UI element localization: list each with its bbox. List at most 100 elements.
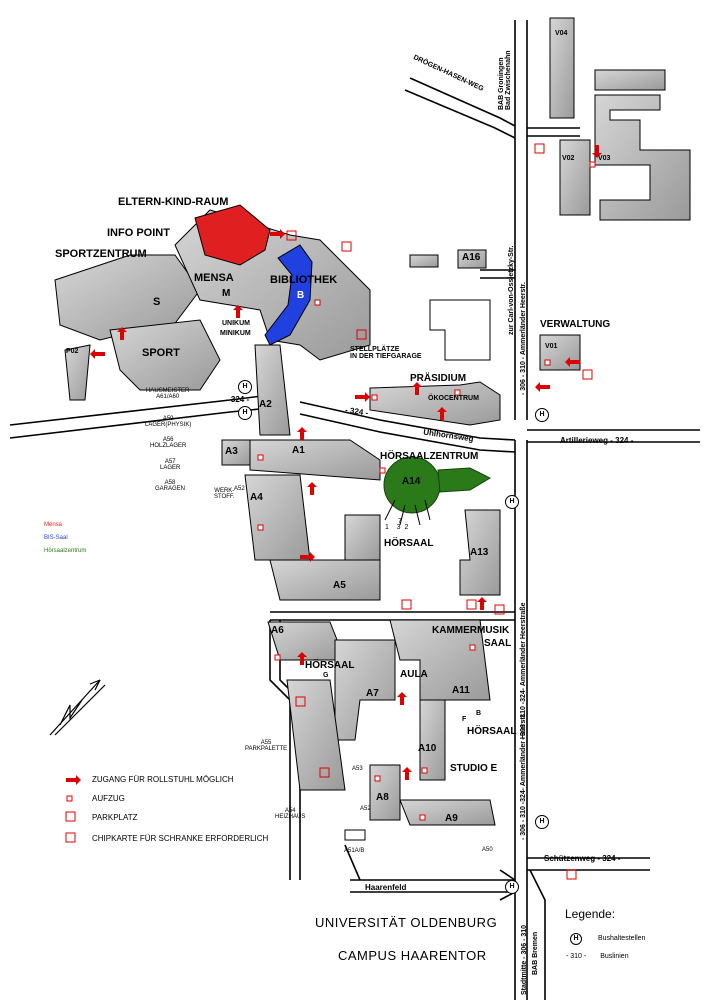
label-werkstoff: WERK- STOFF. <box>214 488 235 500</box>
compass-north-icon <box>49 679 106 736</box>
label-mensa: MENSA <box>194 272 234 284</box>
label-a8: A8 <box>376 792 389 803</box>
label-a5: A5 <box>333 580 346 591</box>
label-bibliothek: BIBLIOTHEK <box>270 274 338 286</box>
label-a55: A55 PARKPALETTE <box>245 740 288 752</box>
bus-stop-icon: H <box>238 406 252 420</box>
legend-label: CHIPKARTE FÜR SCHRANKE ERFORDERLICH <box>92 834 269 843</box>
label-p02: P02 <box>66 348 79 355</box>
legend-row-parking: PARKPLATZ <box>66 813 138 822</box>
label-a51: A51A/B <box>344 848 365 854</box>
road-bab-bremen: BAB Bremen <box>532 931 539 975</box>
label-a10: A10 <box>418 743 437 754</box>
buildings <box>54 17 691 841</box>
label-hs-numbers: 1 3 2 <box>385 524 409 531</box>
road-haarenfeld: Haarenfeld <box>365 883 407 892</box>
bus-stop-icon: H <box>535 815 549 829</box>
bus-stop-icon: H <box>505 495 519 509</box>
legend-label: PARKPLATZ <box>92 813 138 822</box>
label-saal: SAAL <box>484 638 512 649</box>
road-324-a: - 324 - <box>226 395 250 404</box>
label-a52b: A52 <box>360 806 371 812</box>
label-hoersaal-2: HÖRSAAL <box>305 660 355 671</box>
label-hs-7: 7 <box>398 518 402 525</box>
label-a6: A6 <box>271 625 284 636</box>
bus-stop-icon: H <box>505 880 519 894</box>
road-schuetzenweg: Schützenweg - 324 - <box>544 854 621 863</box>
legend-row-chipcard: CHIPKARTE FÜR SCHRANKE ERFORDERLICH <box>66 834 268 843</box>
label-verwaltung: VERWALTUNG <box>540 319 611 330</box>
mensa-highlight <box>194 204 271 266</box>
label-a52: A52 <box>234 486 245 492</box>
road-bab-groningen: BAB Groningen Bad Zwischenahn <box>498 50 512 110</box>
wheelchair-access-arrows <box>90 145 602 780</box>
label-m: M <box>222 288 231 299</box>
label-a13: A13 <box>470 547 489 558</box>
label-a56: A56 HOLZLAGER <box>150 437 187 449</box>
label-a11: A11 <box>452 685 470 696</box>
label-unikum: UNIKUM <box>222 320 250 327</box>
label-a14: A14 <box>402 476 421 487</box>
label-a4: A4 <box>250 492 263 503</box>
label-praesidium: PRÄSIDIUM <box>410 373 467 384</box>
label-v03: V03 <box>598 155 611 162</box>
road-ammerlaender-1: - 306 - 310 - Ammerländer Heerstr. <box>520 282 527 395</box>
map-title-line-1: UNIVERSITÄT OLDENBURG <box>315 915 498 930</box>
bis-saal-highlight <box>264 244 313 346</box>
map-title-line-2: CAMPUS HAARENTOR <box>338 948 487 963</box>
elevator-icon <box>66 161 596 821</box>
label-hoersaalzentrum: HÖRSAALZENTRUM <box>380 451 479 462</box>
label-hs-g: G <box>323 672 329 679</box>
label-stellplaetze: STELLPLÄTZE IN DER TIEFGARAGE <box>350 346 422 360</box>
legend-label: ZUGANG FÜR ROLLSTUHL MÖGLICH <box>92 775 234 784</box>
label-v01: V01 <box>545 343 558 350</box>
legend-bus-stops: H Bushaltestellen <box>570 933 645 945</box>
road-carl-ossietzky: zur Carl-von-Ossietzky-Str. <box>508 245 515 335</box>
red-arrow-icon <box>66 775 81 785</box>
key-mensa: Mensa <box>44 522 63 528</box>
road-artillerieweg: Artillerieweg - 324 - <box>560 436 634 445</box>
roads <box>9 20 700 1000</box>
label-a54: A54 HEIZHAUS <box>275 808 306 820</box>
legend-label: AUFZUG <box>92 794 125 803</box>
parking-icon <box>65 143 593 880</box>
label-hoersaal-1: HÖRSAAL <box>384 538 434 549</box>
bus-stop-icon: H <box>238 380 252 394</box>
label-a3: A3 <box>225 446 238 457</box>
label-v04: V04 <box>555 30 568 37</box>
road-stadtmitte: Stadtmitte - 306 - 310 <box>521 924 528 995</box>
legend-row-wheelchair: ZUGANG FÜR ROLLSTUHL MÖGLICH <box>66 775 234 784</box>
label-a16: A16 <box>462 252 481 263</box>
label-hs-b: B <box>476 710 482 717</box>
label-hs-f: F <box>462 716 467 723</box>
label-a7: A7 <box>366 688 379 699</box>
label-sportzentrum: SPORTZENTRUM <box>55 248 147 260</box>
label-a2: A2 <box>259 399 272 410</box>
label-minikum: MINIKUM <box>220 330 251 337</box>
label-a50: A50 <box>482 847 493 853</box>
legend-row-elevator: AUFZUG <box>66 794 125 803</box>
legend-bus-stops-label: Bushaltestellen <box>597 935 646 942</box>
label-a59: A59 LAGER(PHYSIK) <box>145 416 192 428</box>
legend-bus-lines-symbol: - 310 - <box>566 953 587 960</box>
label-a57: A57 LAGER <box>160 459 181 471</box>
bus-stop-icon: H <box>535 408 549 422</box>
legend-bus-lines: - 310 - Buslinien <box>566 953 629 960</box>
road-ammerlaender-3: - 306 - 310 -324- Ammerländer Heerstr. <box>520 713 527 840</box>
label-aula: AULA <box>400 669 428 680</box>
label-a58: A58 GARAGEN <box>155 480 186 492</box>
label-eltern-kind: ELTERN-KIND-RAUM <box>118 196 229 208</box>
chipcard-icon <box>65 241 505 843</box>
label-kammermusik: KAMMERMUSIK <box>432 625 510 636</box>
label-b: B <box>297 290 305 301</box>
label-sport: SPORT <box>142 347 180 359</box>
label-a9: A9 <box>445 813 458 824</box>
label-v02: V02 <box>562 155 575 162</box>
label-a53: A53 <box>352 766 363 772</box>
label-oekocentrum: ÖKOCENTRUM <box>428 395 479 402</box>
key-bis-saal: BIS-Saal <box>44 535 68 541</box>
label-s: S <box>153 296 161 308</box>
label-hausmeister: HAUSMEISTER A61/A60 <box>146 388 190 400</box>
label-hoersaal-3: HÖRSAAL <box>467 726 517 737</box>
